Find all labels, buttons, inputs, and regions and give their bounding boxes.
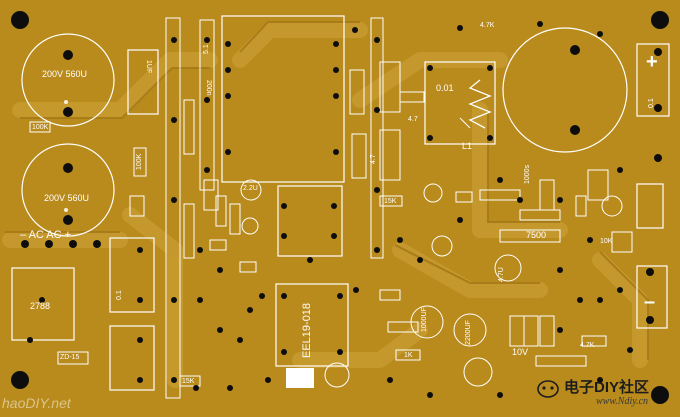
cap-bottom-label: 200V 560U (44, 193, 90, 203)
res-5.1-label: 5.1 (203, 44, 210, 54)
cap-top-label: 200V 560U (42, 69, 88, 79)
cap-2200uf-label: 2200UF (465, 320, 472, 345)
part-7500-label: 7500 (526, 230, 547, 240)
watermark-url: www.Ndiy.cn (596, 396, 649, 407)
res-4.7k-label: 4.7K (580, 342, 595, 349)
res-10k-label: 10K (600, 238, 613, 245)
ac-input-label: – AC AC + (20, 229, 72, 241)
res-4.7-top-label: 4.7 (408, 116, 418, 123)
cap-0.01-label: 0.01 (436, 83, 454, 93)
community-logo-icon (537, 380, 559, 398)
output-plus-label: + (646, 51, 658, 73)
res-100k-label-b: 100K (136, 153, 143, 170)
res-4.7k-top-label: 4.7K (480, 22, 495, 29)
res-15k-label-b: 15K (182, 378, 195, 385)
cap-200n-label: 200n (205, 80, 212, 96)
cap-1uf-label: 1UF (145, 60, 152, 74)
inductor-l1-label: L1 (462, 141, 473, 151)
cap-4.7u-label: 4.7U (498, 267, 505, 282)
watermark-right: 电子DIY社区 www.Ndiy.cn (530, 372, 678, 416)
cap-1000uf-label: 1000UF (421, 307, 428, 332)
watermark-title: 电子DIY社区 (564, 379, 650, 396)
cap-0.1-left-label: 0.1 (116, 290, 123, 300)
res-4.7-mid-label: 4.7 (370, 154, 377, 164)
res-1k-label: 1K (404, 352, 413, 359)
zener-zd15-label: ZD-15 (60, 354, 80, 361)
res-15k-label-a: 15K (384, 198, 397, 205)
transformer-eel-label: EEL19-018 (301, 302, 313, 358)
voltage-10v-label: 10V (512, 347, 529, 357)
part-2788-label: 2788 (30, 301, 51, 311)
output-minus-label: – (644, 291, 656, 313)
watermark-left: haoDIY.net (2, 395, 71, 411)
cap-0.1-right-label: 0.1 (648, 98, 655, 108)
cap-2.2u-label: 2.2U (243, 185, 258, 192)
res-100k-label-a: 100K (32, 124, 49, 131)
cap-1000s-label: 1000s (524, 164, 531, 184)
